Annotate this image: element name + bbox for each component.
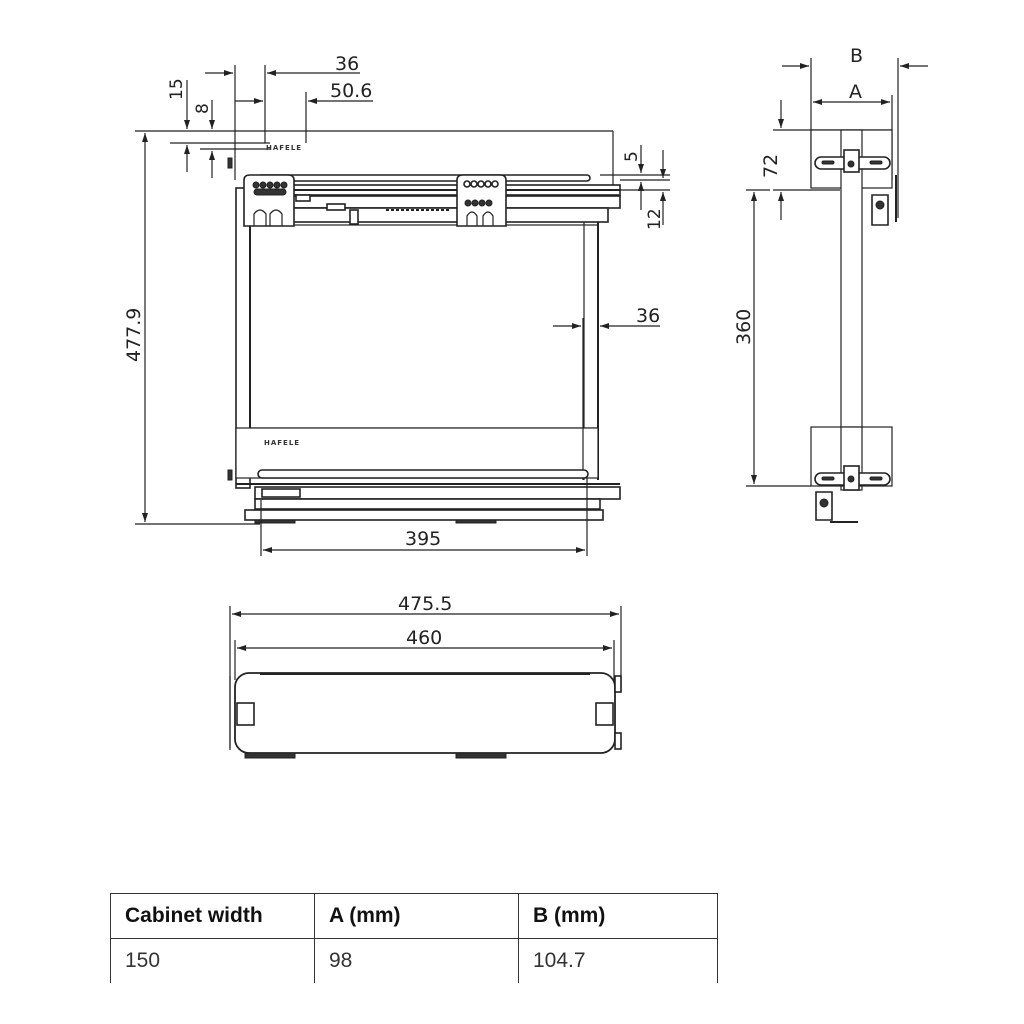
- cell-cabinet-width: 150: [110, 938, 315, 983]
- dim-477-9: 477.9: [123, 308, 145, 362]
- brand-logo-top: HAFELE: [266, 144, 302, 152]
- dim-395: 395: [405, 528, 441, 550]
- dim-36-inner: 36: [636, 305, 660, 327]
- header-b-mm: B (mm): [518, 893, 718, 939]
- dim-12: 12: [645, 208, 665, 230]
- header-a-mm: A (mm): [314, 893, 519, 939]
- dim-360: 360: [733, 309, 755, 345]
- cell-b-value: 104.7: [518, 938, 718, 983]
- technical-drawing: 36 50.6 15 8 HAFELE 477.9 HAFELE: [123, 45, 928, 759]
- dim-460: 460: [406, 627, 442, 649]
- front-view: 36 50.6 15 8 HAFELE 477.9 HAFELE: [123, 53, 670, 556]
- dimension-table: Cabinet width A (mm) B (mm) 150 98 104.7: [110, 893, 718, 983]
- dim-72: 72: [760, 154, 782, 178]
- hanger-bracket-center: [456, 174, 507, 227]
- dim-50-6: 50.6: [330, 80, 372, 102]
- dim-15: 15: [167, 78, 187, 100]
- bottom-view: 475.5 460: [229, 593, 622, 759]
- dim-B: B: [850, 45, 863, 67]
- dim-5: 5: [622, 151, 642, 162]
- dim-8: 8: [193, 103, 213, 114]
- brand-logo-bottom: HAFELE: [264, 439, 300, 447]
- hanger-bracket-left: [243, 174, 295, 227]
- table-row: 150 98 104.7: [110, 938, 718, 983]
- dim-475-5: 475.5: [398, 593, 452, 615]
- side-view: B A 72 360: [733, 45, 928, 523]
- table-header-row: Cabinet width A (mm) B (mm): [110, 893, 718, 939]
- cell-a-value: 98: [314, 938, 519, 983]
- dim-A: A: [849, 81, 862, 103]
- dim-36-top: 36: [335, 53, 359, 75]
- header-cabinet-width: Cabinet width: [110, 893, 315, 939]
